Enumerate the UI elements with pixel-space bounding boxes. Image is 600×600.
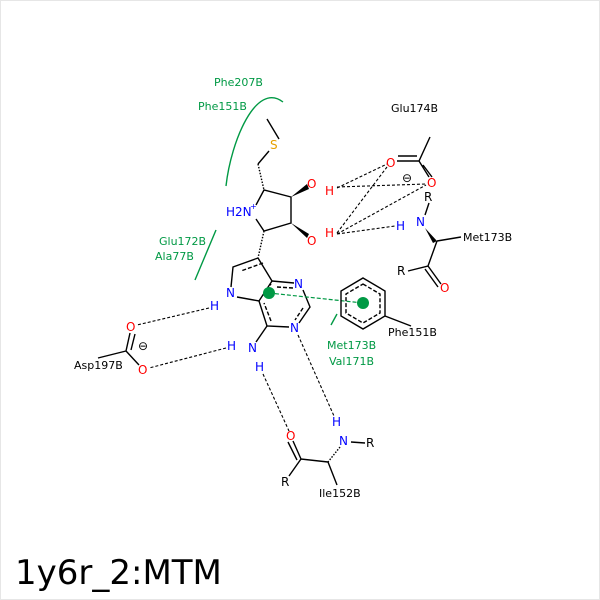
hyd-label-val171: Val171B bbox=[329, 355, 374, 368]
met-r2: R bbox=[397, 264, 405, 278]
atom-h-pyrrole: H bbox=[210, 299, 219, 313]
met-n: N bbox=[416, 215, 425, 229]
atom-o1: O bbox=[307, 177, 316, 191]
met-o: O bbox=[440, 281, 449, 295]
ile-o: O bbox=[286, 429, 295, 443]
hyd-label-phe151: Phe151B bbox=[198, 100, 247, 113]
hydrophobic-arc-phe bbox=[225, 97, 284, 187]
hydrophobic-arc-glu-ala bbox=[194, 229, 217, 281]
met-r1: R bbox=[424, 190, 432, 204]
asp-o1: O bbox=[126, 320, 135, 334]
glu-o1: O bbox=[386, 156, 395, 170]
residue-met173b: Met173B bbox=[463, 231, 512, 244]
ligand-bonds bbox=[230, 118, 311, 343]
hyd-label-phe207: Phe207B bbox=[214, 76, 263, 89]
ligand-ring-centroid bbox=[263, 287, 275, 299]
ile-h: H bbox=[332, 415, 341, 429]
residue-ile152b: Ile152B bbox=[319, 487, 361, 500]
atom-s: S bbox=[270, 138, 278, 152]
diagram-title: 1y6r_2:MTM bbox=[15, 553, 222, 593]
atom-h2: H bbox=[325, 226, 334, 240]
glu-o2: O bbox=[427, 176, 436, 190]
asp-o2: O bbox=[138, 363, 147, 377]
met173-bonds bbox=[407, 202, 462, 288]
phe-ring-centroid bbox=[357, 297, 369, 309]
ile152-bonds bbox=[287, 440, 366, 486]
atom-h-amine2: H bbox=[255, 360, 264, 374]
residue-glu174b: Glu174B bbox=[391, 102, 438, 115]
charge-plus: + bbox=[250, 202, 257, 211]
atom-n-amine: N bbox=[248, 341, 257, 355]
pi-stacking-line bbox=[268, 292, 364, 304]
glu174-bonds bbox=[397, 136, 433, 178]
hydrophobic-arc-met-val bbox=[330, 313, 338, 326]
ile-n: N bbox=[339, 434, 348, 448]
met-h: H bbox=[396, 219, 405, 233]
residue-asp197b: Asp197B bbox=[74, 359, 123, 372]
atom-h-amine1: H bbox=[227, 339, 236, 353]
glu-charge-minus: ⊖ bbox=[402, 171, 412, 185]
hyd-label-ala77: Ala77B bbox=[155, 250, 194, 263]
hyd-label-glu172: Glu172B bbox=[159, 235, 206, 248]
atom-n3: N bbox=[290, 321, 299, 335]
atom-o2: O bbox=[307, 234, 316, 248]
ile-r2: R bbox=[281, 475, 289, 489]
atom-h2n: H2N bbox=[226, 205, 252, 219]
asp197-bonds bbox=[97, 332, 140, 366]
ile-r1: R bbox=[366, 436, 374, 450]
asp-charge-minus: ⊖ bbox=[138, 339, 148, 353]
atom-n-pyrrole: N bbox=[226, 286, 235, 300]
hyd-label-met173: Met173B bbox=[327, 339, 376, 352]
hydrogen-bonds bbox=[136, 163, 427, 432]
atom-n1: N bbox=[294, 277, 303, 291]
phe151-ring bbox=[340, 277, 412, 330]
residue-phe151b: Phe151B bbox=[388, 326, 437, 339]
atom-h1: H bbox=[325, 184, 334, 198]
